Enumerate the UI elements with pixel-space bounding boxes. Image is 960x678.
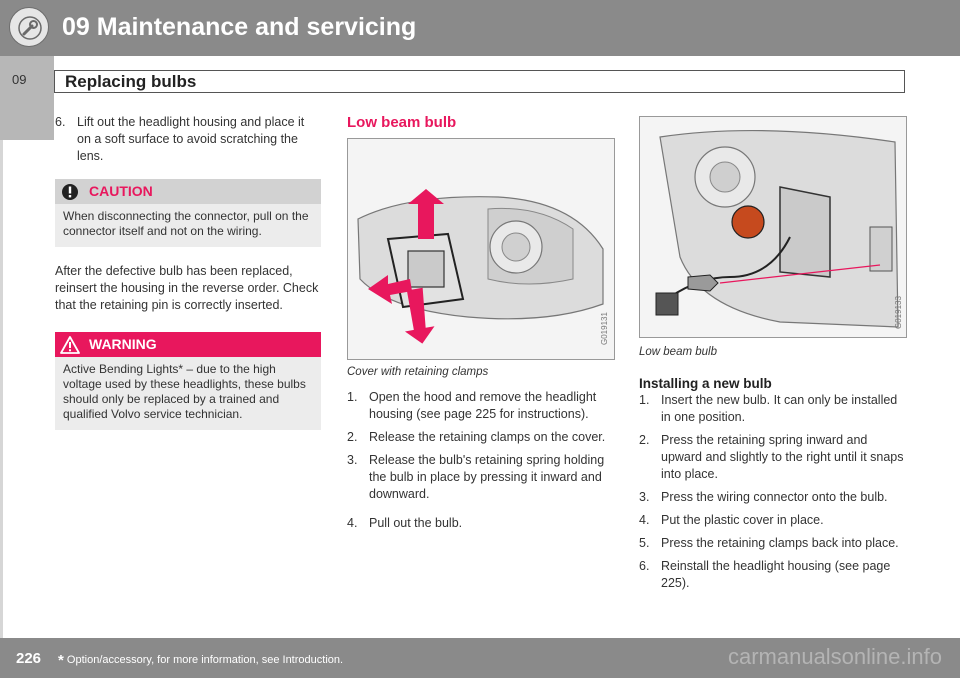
page-number: 226 (16, 650, 42, 667)
step-number: 6. (55, 115, 66, 129)
headlight-cover-illustration (348, 139, 614, 359)
list-item: 6. Reinstall the headlight housing (see … (639, 558, 909, 592)
caution-box: CAUTION When disconnecting the connector… (55, 179, 321, 247)
warning-body: Active Bending Lights* – due to the high… (55, 357, 321, 430)
step-number: 2. (347, 430, 358, 444)
list-item: 1. Insert the new bulb. It can only be i… (639, 392, 909, 426)
column-3: G019133 Low beam bulb Installing a new b… (639, 116, 909, 598)
page-footer: 226 * Option/accessory, for more informa… (0, 638, 960, 678)
install-steps: 1. Insert the new bulb. It can only be i… (639, 392, 909, 592)
low-beam-title: Low beam bulb (347, 114, 457, 131)
cover-clamps-figure: G019131 (347, 138, 615, 360)
step-text: Lift out the headlight housing and place… (77, 115, 305, 163)
watermark: carmanualsonline.info (727, 644, 942, 669)
step-text: Reinstall the headlight housing (see pag… (661, 559, 891, 590)
chapter-header: 09 Maintenance and servicing (0, 0, 960, 56)
step-number: 3. (347, 453, 358, 467)
step-number: 4. (639, 513, 650, 527)
exclamation-icon (55, 183, 85, 201)
warning-box: WARNING Active Bending Lights* – due to … (55, 332, 321, 430)
chapter-tab-number: 09 (12, 72, 27, 87)
list-item: 3. Release the bulb's retaining spring h… (347, 452, 615, 503)
step-number: 1. (639, 393, 650, 407)
step-text: Press the retaining clamps back into pla… (661, 536, 899, 550)
step-number: 3. (639, 490, 650, 504)
chapter-title: 09 Maintenance and servicing (62, 13, 417, 41)
figure-caption: Low beam bulb (639, 346, 717, 358)
footnote: * Option/accessory, for more information… (58, 652, 343, 669)
step-number: 6. (639, 559, 650, 573)
column-2: Low beam bulb G019131 Cover with retaini… (347, 114, 615, 538)
list-item: 3. Press the wiring connector onto the b… (639, 489, 909, 506)
column-1: 6. Lift out the headlight housing and pl… (55, 114, 321, 430)
chapter-tab (0, 56, 54, 140)
bulb-illustration (640, 117, 906, 337)
caution-header: CAUTION (55, 179, 321, 204)
section-bar: Replacing bulbs (54, 70, 905, 93)
step-text: Release the bulb's retaining spring hold… (369, 453, 605, 501)
step-text: Release the retaining clamps on the cove… (369, 430, 606, 444)
step-text: Insert the new bulb. It can only be inst… (661, 393, 898, 424)
removal-steps: 1. Open the hood and remove the headligh… (347, 389, 615, 532)
footnote-star: * (58, 652, 64, 669)
warning-triangle-icon (55, 335, 85, 354)
step-number: 2. (639, 433, 650, 447)
section-title: Replacing bulbs (65, 72, 197, 91)
warning-header: WARNING (55, 332, 321, 357)
figure-caption: Cover with retaining clamps (347, 366, 489, 378)
step-6: 6. Lift out the headlight housing and pl… (55, 114, 321, 165)
step-text: Press the retaining spring inward and up… (661, 433, 904, 481)
list-item: 4. Put the plastic cover in place. (639, 512, 909, 529)
list-item: 4. Pull out the bulb. (347, 515, 615, 532)
low-beam-bulb-figure: G019133 (639, 116, 907, 338)
footnote-text: Option/accessory, for more information, … (66, 654, 344, 666)
step-number: 5. (639, 536, 650, 550)
wrench-icon (9, 7, 49, 47)
figure-code: G019131 (600, 312, 609, 345)
step-text: Press the wiring connector onto the bulb… (661, 490, 888, 504)
list-item: 5. Press the retaining clamps back into … (639, 535, 909, 552)
install-heading: Installing a new bulb (639, 376, 772, 391)
list-item: 1. Open the hood and remove the headligh… (347, 389, 615, 423)
list-item: 2. Press the retaining spring inward and… (639, 432, 909, 483)
warning-title: WARNING (89, 336, 157, 352)
reinsert-paragraph: After the defective bulb has been replac… (55, 264, 319, 312)
step-text: Pull out the bulb. (369, 516, 463, 530)
figure-code: G019133 (894, 296, 903, 329)
caution-body: When disconnecting the connector, pull o… (55, 204, 321, 247)
step-number: 1. (347, 390, 358, 404)
list-item: 2. Release the retaining clamps on the c… (347, 429, 615, 446)
step-text: Open the hood and remove the headlight h… (369, 390, 597, 421)
step-text: Put the plastic cover in place. (661, 513, 824, 527)
caution-title: CAUTION (89, 183, 153, 199)
tab-rail (0, 140, 3, 638)
step-number: 4. (347, 516, 358, 530)
